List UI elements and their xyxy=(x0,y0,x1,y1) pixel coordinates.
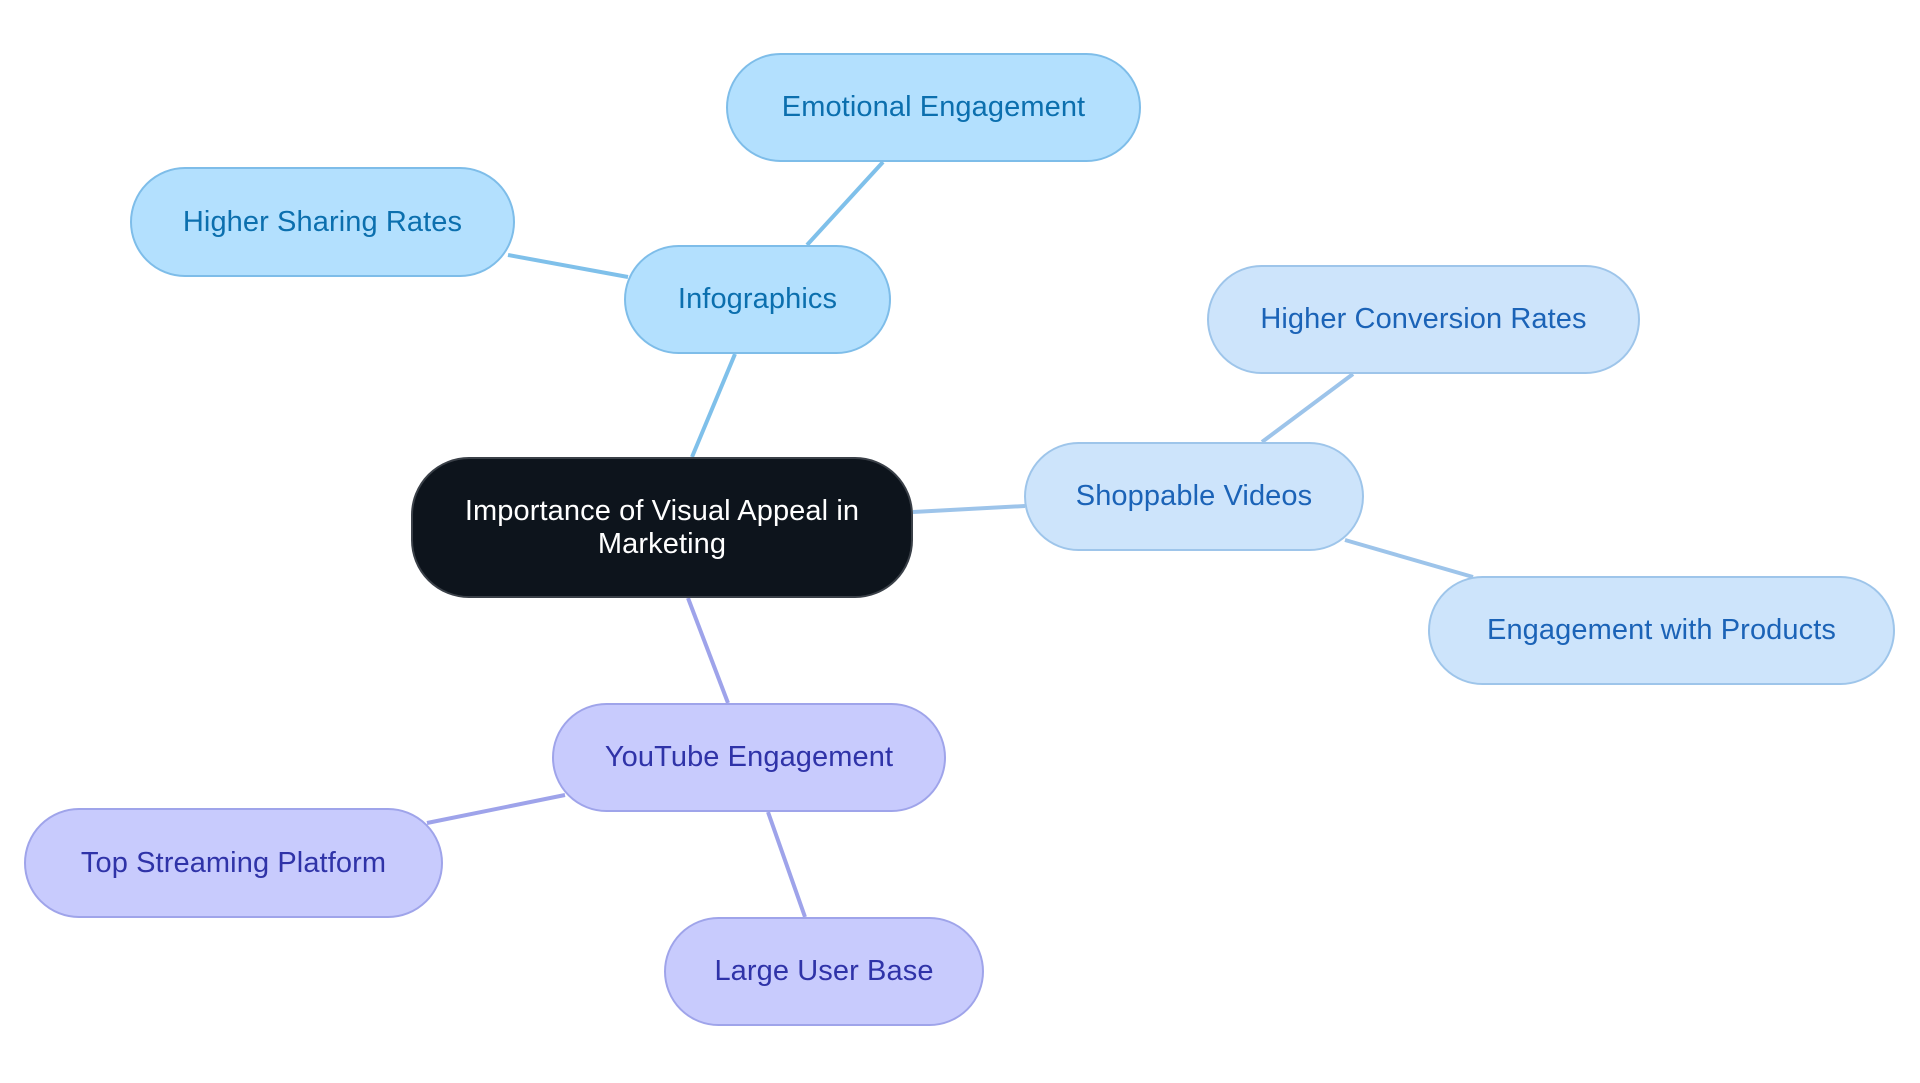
node-label: Higher Sharing Rates xyxy=(182,205,463,238)
edge-root-infographics xyxy=(690,353,737,458)
node-label: Infographics xyxy=(677,283,838,315)
edge-shoppable-conversion xyxy=(1260,372,1355,444)
node-label: Emotional Engagement xyxy=(781,91,1086,123)
edge-root-youtube xyxy=(686,597,730,704)
root-label-line-2: Marketing xyxy=(597,527,727,560)
node-label: Large User Base xyxy=(714,955,934,987)
root-label-line-1: Importance of Visual Appeal in xyxy=(464,494,860,527)
node-engagement-with-products[interactable]: Engagement with Products xyxy=(1428,576,1895,685)
edge-infographics-sharing xyxy=(507,253,629,279)
edge-youtube-userbase xyxy=(766,811,807,918)
node-label: Engagement with Products xyxy=(1487,614,1836,646)
node-infographics[interactable]: Infographics xyxy=(624,245,891,354)
edge-shoppable-products xyxy=(1344,538,1474,579)
edge-root-shoppable xyxy=(912,504,1026,514)
node-youtube-engagement[interactable]: YouTube Engagement xyxy=(552,703,946,812)
root-node[interactable]: Importance of Visual Appeal in Marketing xyxy=(411,457,913,598)
node-top-streaming-platform[interactable]: Top Streaming Platform xyxy=(24,808,443,918)
node-label: Higher Conversion Rates xyxy=(1260,303,1587,335)
node-label: Shoppable Videos xyxy=(1075,480,1313,512)
root-node-label: Importance of Visual Appeal in Marketing xyxy=(465,495,859,561)
node-large-user-base[interactable]: Large User Base xyxy=(664,917,984,1026)
edge-youtube-streaming xyxy=(426,793,566,825)
edge-infographics-emotional xyxy=(805,160,885,247)
node-shoppable-videos[interactable]: Shoppable Videos xyxy=(1024,442,1364,551)
node-higher-sharing-rates[interactable]: Higher Sharing Rates xyxy=(130,167,515,277)
node-label: YouTube Engagement xyxy=(604,741,894,773)
node-higher-conversion-rates[interactable]: Higher Conversion Rates xyxy=(1207,265,1640,374)
node-emotional-engagement[interactable]: Emotional Engagement xyxy=(726,53,1141,162)
node-label: Top Streaming Platform xyxy=(80,846,387,879)
